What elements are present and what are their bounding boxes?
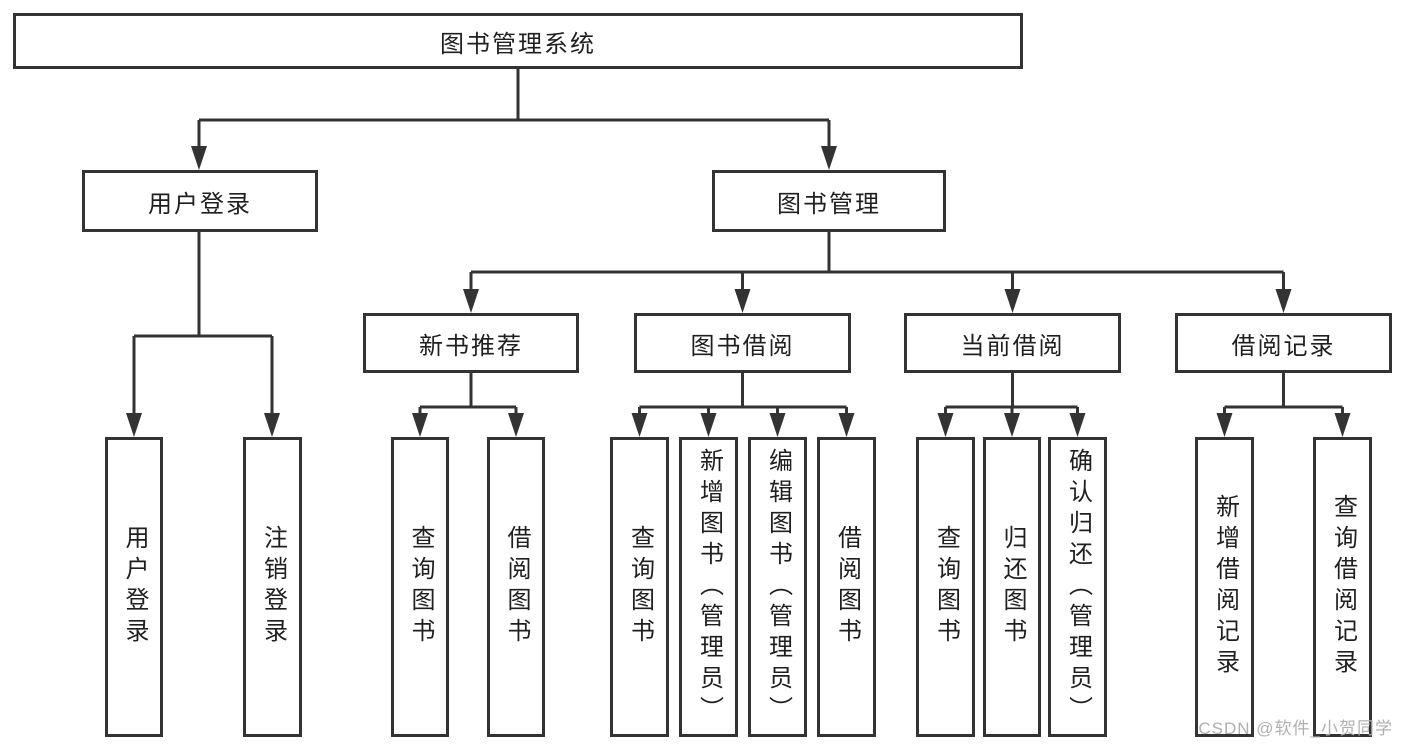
leaf-borrow-books: 借阅图书 xyxy=(817,437,876,737)
node-user-login: 用户登录 xyxy=(82,170,318,232)
leaf-query-borrow-record: 查询借阅记录 xyxy=(1313,437,1372,737)
leaf-user-login: 用户登录 xyxy=(105,437,163,737)
watermark-text: CSDN @软件_小贺同学 xyxy=(1198,719,1393,738)
node-borrowing-records: 借阅记录 xyxy=(1175,313,1392,373)
leaf-return-books: 归还图书 xyxy=(983,437,1041,737)
leaf-add-borrow-record: 新增借阅记录 xyxy=(1195,437,1254,737)
leaf-query-books-recommend: 查询图书 xyxy=(391,437,449,737)
leaf-query-books-borrow: 查询图书 xyxy=(610,437,669,737)
node-book-borrowing: 图书借阅 xyxy=(634,313,851,373)
node-current-borrowing: 当前借阅 xyxy=(904,313,1121,373)
node-library-management-system: 图书管理系统 xyxy=(13,13,1023,69)
node-new-book-recommendation: 新书推荐 xyxy=(363,313,579,373)
leaf-edit-book-admin: 编辑图书（管理员） xyxy=(748,437,807,737)
leaf-query-books-current: 查询图书 xyxy=(916,437,975,737)
leaf-add-book-admin: 新增图书（管理员） xyxy=(679,437,738,737)
leaf-borrow-books-recommend: 借阅图书 xyxy=(487,437,545,737)
leaf-confirm-return-admin: 确认归还（管理员） xyxy=(1048,437,1107,737)
leaf-logout: 注销登录 xyxy=(243,437,302,737)
node-book-management: 图书管理 xyxy=(712,170,946,232)
